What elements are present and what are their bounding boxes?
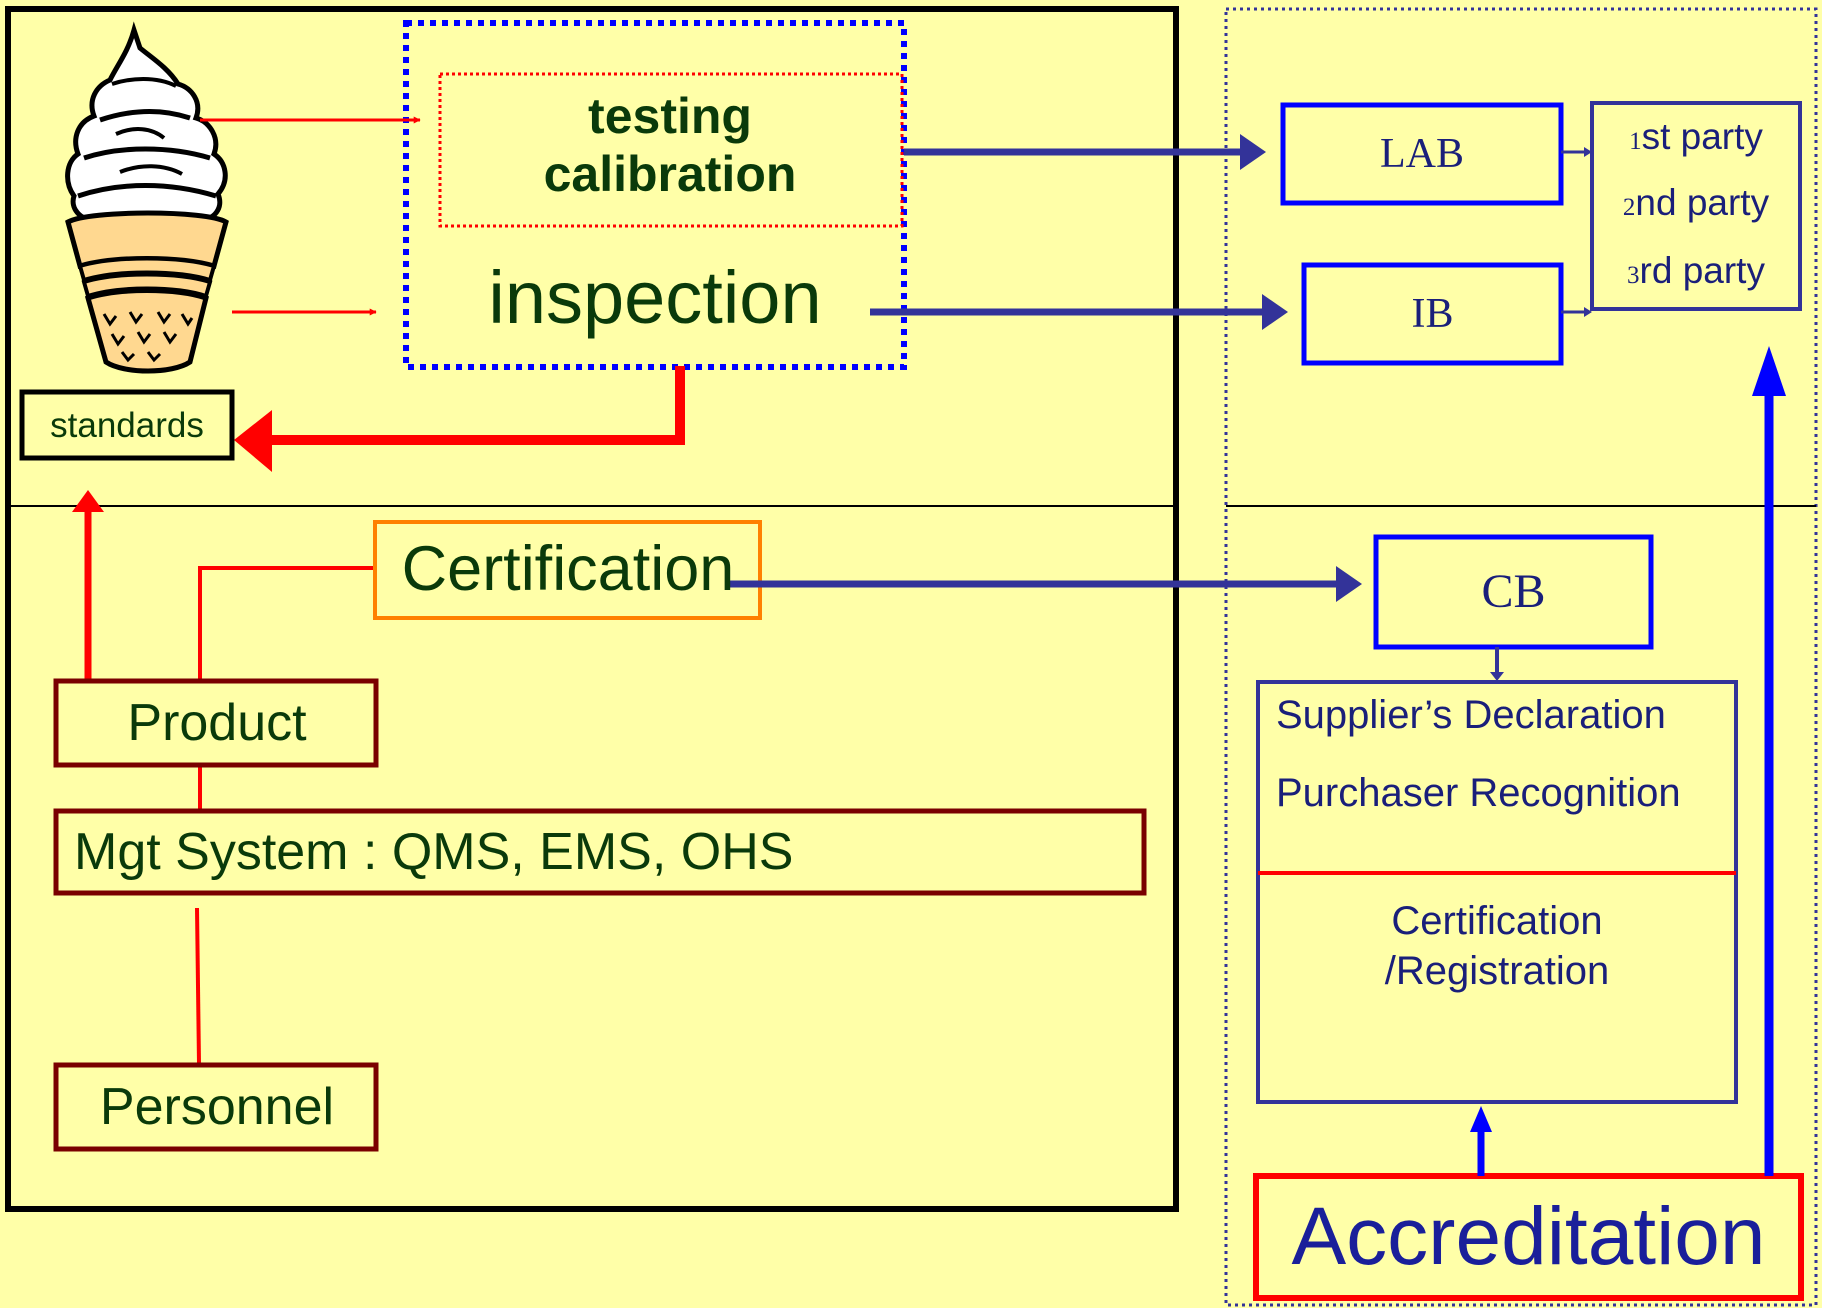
suppliers-declaration-label: Supplier’s Declaration	[1276, 693, 1666, 737]
party-2-text: nd party	[1635, 181, 1770, 223]
calibration-label: calibration	[543, 146, 797, 202]
party-1: 1st party	[1596, 114, 1796, 158]
declaration-box	[1256, 680, 1738, 1104]
personnel-box	[53, 1062, 379, 1152]
party-3-text: rd party	[1639, 249, 1765, 291]
certification-label: Certification	[401, 533, 735, 604]
lab-label: LAB	[1380, 131, 1464, 177]
testing-label: testing	[588, 88, 752, 144]
certification-registration-line2: /Registration	[1384, 949, 1610, 993]
left-panel-frame	[5, 6, 1179, 1212]
certification-box	[373, 520, 762, 620]
mgt-system-box	[53, 808, 1147, 896]
product-label: Product	[127, 694, 307, 752]
ib-label: IB	[1411, 291, 1454, 337]
party-1-text: st party	[1641, 115, 1763, 157]
party-2: 2nd party	[1596, 180, 1796, 224]
testing-calibration-box	[438, 72, 904, 228]
party-2-number: 2	[1622, 193, 1636, 221]
ib-box	[1301, 262, 1564, 366]
personnel-label: Personnel	[99, 1078, 335, 1136]
testing-inspection-group	[403, 20, 907, 370]
cb-box	[1373, 534, 1654, 650]
certification-registration-line1: Certification	[1391, 899, 1603, 943]
inspection-label: inspection	[488, 256, 822, 339]
connector-product-certification	[198, 566, 376, 680]
connector-mgt-personnel	[195, 907, 201, 1065]
standards-label: standards	[50, 405, 204, 445]
accreditation-label: Accreditation	[1291, 1191, 1766, 1282]
cb-label: CB	[1481, 565, 1546, 618]
party-1-number: 1	[1629, 127, 1642, 155]
accreditation-box	[1253, 1173, 1804, 1301]
ice-cream-cone-icon	[65, 21, 229, 374]
party-box	[1590, 101, 1802, 311]
party-3: 3rd party	[1596, 248, 1796, 292]
standards-box	[19, 389, 235, 461]
right-panel-frame	[1224, 7, 1818, 1307]
product-box	[53, 678, 379, 768]
lab-box	[1280, 102, 1564, 206]
purchaser-recognition-label: Purchaser Recognition	[1276, 771, 1681, 815]
party-3-number: 3	[1627, 261, 1640, 289]
mgt-system-label: Mgt System : QMS, EMS, OHS	[74, 823, 794, 881]
arrow-inspection-to-standards	[270, 366, 685, 445]
